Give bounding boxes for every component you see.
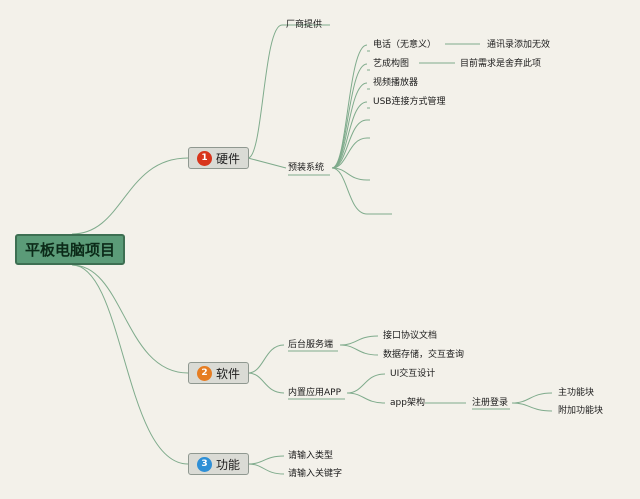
node-app-arch[interactable]: app架构 <box>390 398 425 408</box>
node-vendor[interactable]: 厂商提供 <box>286 20 323 30</box>
node-video-player[interactable]: 视频播放器 <box>373 78 419 88</box>
link-app-ui <box>346 373 386 394</box>
number-1-badge: 1 <box>197 150 212 166</box>
branch-function-label: 功能 <box>216 457 241 472</box>
node-phone[interactable]: 电话（无意义） <box>373 40 437 50</box>
root-label: 平板电脑项目 <box>24 241 115 259</box>
node-register-login[interactable]: 注册登录 <box>472 398 509 408</box>
link-preinstalled-item-7 <box>331 167 368 215</box>
link-root-function <box>71 264 189 465</box>
link-app-arch <box>346 392 386 404</box>
number-2-badge: 2 <box>197 365 212 381</box>
link-root-hardware <box>71 157 189 235</box>
number-3-badge: 3 <box>197 456 212 472</box>
branch-function[interactable]: 3 功能 <box>188 453 250 475</box>
link-register-extra <box>511 402 553 412</box>
node-backend[interactable]: 后台服务端 <box>288 340 334 350</box>
root-node[interactable]: 平板电脑项目 <box>15 234 125 265</box>
branch-hardware-label: 硬件 <box>216 151 241 166</box>
link-preinstalled-item-1 <box>331 63 368 169</box>
node-data-storage[interactable]: 数据存储，交互查询 <box>383 350 465 360</box>
branch-software-label: 软件 <box>216 366 241 381</box>
node-input-type[interactable]: 请输入类型 <box>288 451 334 461</box>
link-software-backend <box>247 344 285 374</box>
link-hardware-preinstalled <box>247 157 287 169</box>
node-ui-design[interactable]: UI交互设计 <box>390 369 436 379</box>
link-backend-api <box>339 335 379 346</box>
link-preinstalled-item-5 <box>331 137 368 169</box>
branch-software[interactable]: 2 软件 <box>188 362 250 384</box>
node-inner-app[interactable]: 内置应用APP <box>288 388 342 398</box>
link-root-software <box>71 264 189 374</box>
link-preinstalled-item-3 <box>331 101 368 169</box>
link-preinstalled-item-0 <box>331 44 368 169</box>
link-register-main <box>511 392 553 404</box>
node-usb[interactable]: USB连接方式管理 <box>373 97 446 107</box>
branch-hardware[interactable]: 1 硬件 <box>188 147 250 169</box>
node-api-doc[interactable]: 接口协议文档 <box>383 331 438 341</box>
link-software-inner-app <box>247 372 285 394</box>
link-preinstalled-item-4 <box>331 119 368 169</box>
link-function-keyword <box>247 463 285 475</box>
node-contacts-note[interactable]: 通讯录添加无效 <box>487 40 551 50</box>
link-preinstalled-item-2 <box>331 82 368 169</box>
link-backend-storage <box>339 344 379 356</box>
node-input-keyword[interactable]: 请输入关键字 <box>288 469 343 479</box>
link-function-type <box>247 455 285 465</box>
node-preinstalled[interactable]: 预装系统 <box>288 163 325 173</box>
link-hardware-vendor <box>247 24 283 159</box>
node-extra-module[interactable]: 附加功能块 <box>558 406 604 416</box>
node-main-module[interactable]: 主功能块 <box>558 388 595 398</box>
node-art-compose[interactable]: 艺成构图 <box>373 59 410 69</box>
node-discard-note[interactable]: 目前需求是舍弃此项 <box>460 59 542 69</box>
